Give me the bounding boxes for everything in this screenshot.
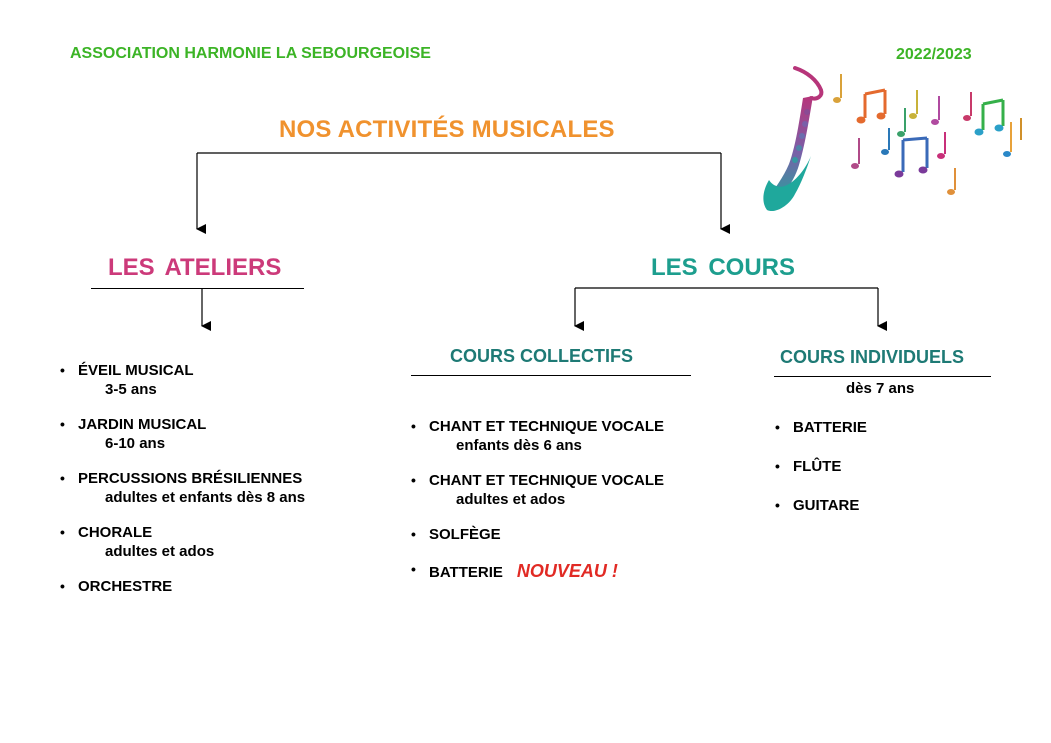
list-item: FLÛTE (775, 458, 975, 475)
individuels-age: dès 7 ans (846, 380, 915, 397)
cours-individuels-heading: COURS INDIVIDUELS (780, 347, 965, 367)
page-title: NOS ACTIVITÉS MUSICALES (279, 116, 615, 143)
nouveau-badge: NOUVEAU ! (516, 561, 618, 581)
ateliers-heading: LES ATELIERS (108, 254, 282, 281)
season-label: 2022/2023 (896, 46, 972, 63)
cours-individuels-list: BATTERIE FLÛTE GUITARE (775, 419, 975, 514)
ateliers-underline (91, 288, 304, 289)
saxophone-with-music-notes-icon (763, 66, 1022, 212)
association-name: ASSOCIATION HARMONIE LA SEBOURGEOISE (70, 45, 431, 62)
list-item: BATTERIE (775, 419, 975, 436)
collectifs-underline (411, 375, 691, 376)
individuels-underline (774, 376, 991, 377)
cours-heading: LES COURS (651, 254, 796, 281)
list-item: ORCHESTRE (60, 578, 380, 595)
list-item: GUITARE (775, 497, 975, 514)
list-item: SOLFÈGE (411, 526, 711, 543)
cours-collectifs-heading: COURS COLLECTIFS (450, 346, 633, 366)
